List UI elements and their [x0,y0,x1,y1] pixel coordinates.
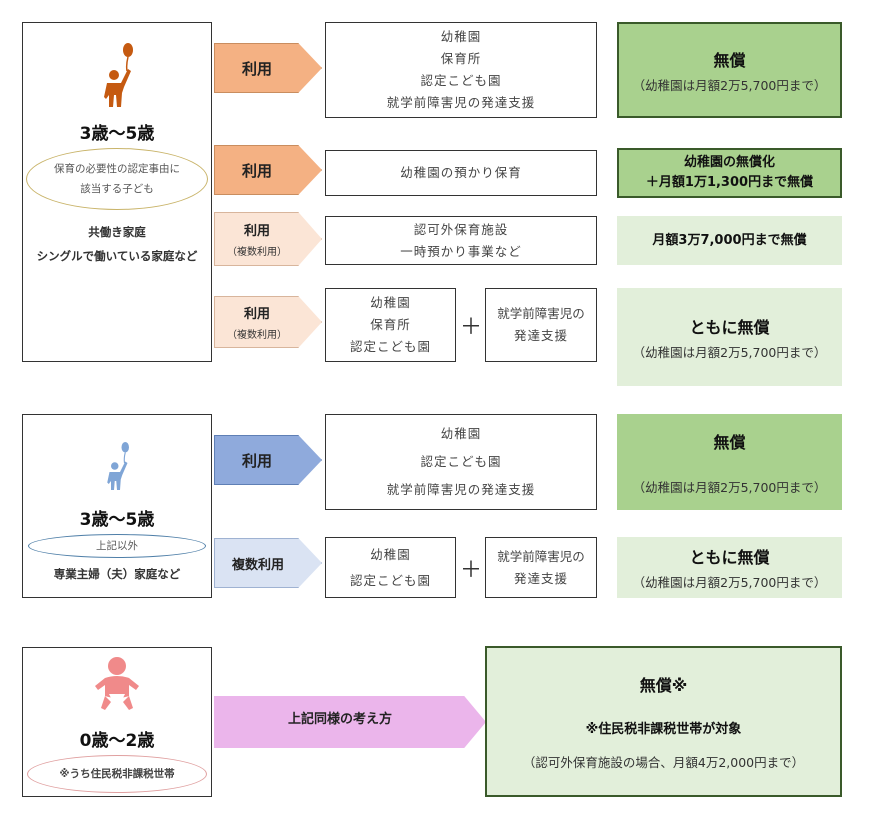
arrow-label: 利用 [241,451,272,470]
age-range-label: 3歳〜5歳 [79,510,155,530]
facility-item: 一時預かり事業など [400,243,522,259]
arrow-sublabel: （複数利用） [227,247,287,258]
facility-item: 認定こども園 [420,454,502,469]
ellipse-line: 上記以外 [96,540,138,552]
facility-item: 認可外保育施設 [413,221,509,237]
facility-item: 就学前障害児の発達支援 [386,482,536,497]
result-line: 幼稚園の無償化 [683,155,775,170]
arrow-label: 利用 [243,307,270,322]
arrow-label: 上記同様の考え方 [287,711,392,727]
multi-use-arrow: 利用 （複数利用） [214,212,322,266]
eligibility-ellipse: 保育の必要性の認定事由に 該当する子ども [26,148,208,210]
ellipse-line: ※うち住民税非課税世帯 [59,768,175,780]
result-kindergarten-plus: 幼稚園の無償化 ＋月額1万1,300円まで無償 [617,148,842,198]
facility-box: 幼稚園の預かり保育 [325,150,597,196]
group-0-2: 0歳〜2歳 ※うち住民税非課税世帯 [22,647,212,797]
other-ellipse: 上記以外 [28,534,206,558]
result-title: ともに無償 [689,548,770,567]
result-monthly-cap: 月額3万7,000円まで無償 [617,216,842,265]
result-note: （幼稚園は月額2万5,700円まで） [632,575,827,590]
facility-box-left: 幼稚園 保育所 認定こども園 [325,288,456,362]
result-note: （幼稚園は月額2万5,700円まで） [632,344,827,360]
family-line: 専業主婦（夫）家庭など [53,567,181,581]
result-title: 無償※ [639,676,688,695]
result-title: 無償 [713,432,746,452]
facility-item: 幼稚園 [370,295,411,310]
result-line: ※住民税非課税世帯が対象 [585,722,742,737]
multi-use-arrow: 複数利用 [214,538,322,588]
arrow-label: 利用 [243,224,270,239]
result-title: ともに無償 [689,317,770,337]
result-note: （認可外保育施設の場合、月額4万2,000円まで） [522,755,805,770]
arrow-label: 利用 [241,161,272,180]
arrow-label: 複数利用 [231,557,284,573]
facility-box-right: 就学前障害児の 発達支援 [485,288,597,362]
result-note: （幼稚園は月額2万5,700円まで） [632,77,827,93]
facility-item: 幼稚園 [440,426,482,441]
result-free-tax-exempt: 無償※ ※住民税非課税世帯が対象 （認可外保育施設の場合、月額4万2,000円ま… [485,646,842,797]
ellipse-line: 該当する子ども [80,183,154,195]
family-type-text: 共働き家庭 シングルで働いている家庭など [37,220,198,268]
age-range-label: 0歳〜2歳 [79,731,155,751]
use-arrow: 利用 [214,43,322,93]
result-free: 無償 （幼稚園は月額2万5,700円まで） [617,22,842,118]
use-arrow: 利用 [214,145,322,195]
facility-box-right: 就学前障害児の 発達支援 [485,537,597,598]
result-title: 無償 [713,50,746,70]
facility-box-left: 幼稚園 認定こども園 [325,537,456,598]
facility-item: 認定こども園 [420,73,502,88]
facility-box: 認可外保育施設 一時預かり事業など [325,216,597,265]
facility-item: 発達支援 [513,328,568,343]
result-line: ＋月額1万1,300円まで無償 [645,175,814,190]
facility-box: 幼稚園 保育所 認定こども園 就学前障害児の発達支援 [325,22,597,118]
facility-item: 認定こども園 [349,572,431,588]
result-free: 無償 （幼稚園は月額2万5,700円まで） [617,414,842,510]
plus-sign: ＋ [459,558,482,583]
baby-icon [95,657,139,710]
facility-item: 幼稚園 [370,546,411,562]
facility-item: 保育所 [440,51,482,66]
result-both-free: ともに無償 （幼稚園は月額2万5,700円まで） [617,537,842,598]
facility-box: 幼稚園 認定こども園 就学前障害児の発達支援 [325,414,597,510]
family-line: シングルで働いている家庭など [36,249,198,263]
family-line: 共働き家庭 [88,225,146,239]
age-range-label: 3歳〜5歳 [79,124,155,144]
group-3-5-other: 3歳〜5歳 上記以外 専業主婦（夫）家庭など [22,414,212,598]
facility-item: 就学前障害児の [497,548,585,564]
facility-item: 幼稚園の預かり保育 [400,165,522,180]
family-type-text: 専業主婦（夫）家庭など [54,566,181,582]
use-arrow: 利用 [214,435,322,485]
facility-item: 保育所 [370,317,411,332]
group-3-5-eligible: 3歳〜5歳 保育の必要性の認定事由に 該当する子ども 共働き家庭 シングルで働い… [22,22,212,362]
arrow-sublabel: （複数利用） [227,330,287,341]
multi-use-arrow: 利用 （複数利用） [214,296,322,348]
facility-item: 幼稚園 [440,29,482,44]
plus-sign: ＋ [459,315,482,340]
facility-item: 就学前障害児の発達支援 [386,95,536,110]
child-with-balloon-icon [104,43,133,107]
facility-item: 就学前障害児の [497,306,585,321]
facility-item: 認定こども園 [349,339,431,354]
result-line: 月額3万7,000円まで無償 [652,232,807,248]
tax-exempt-ellipse: ※うち住民税非課税世帯 [27,755,207,793]
facility-item: 発達支援 [513,570,568,586]
result-both-free: ともに無償 （幼稚園は月額2万5,700円まで） [617,288,842,386]
child-with-balloon-icon [107,442,129,490]
ellipse-line: 保育の必要性の認定事由に [54,163,180,175]
arrow-label: 利用 [241,59,272,78]
result-note: （幼稚園は月額2万5,700円まで） [632,479,827,495]
same-approach-arrow: 上記同様の考え方 [214,696,486,748]
